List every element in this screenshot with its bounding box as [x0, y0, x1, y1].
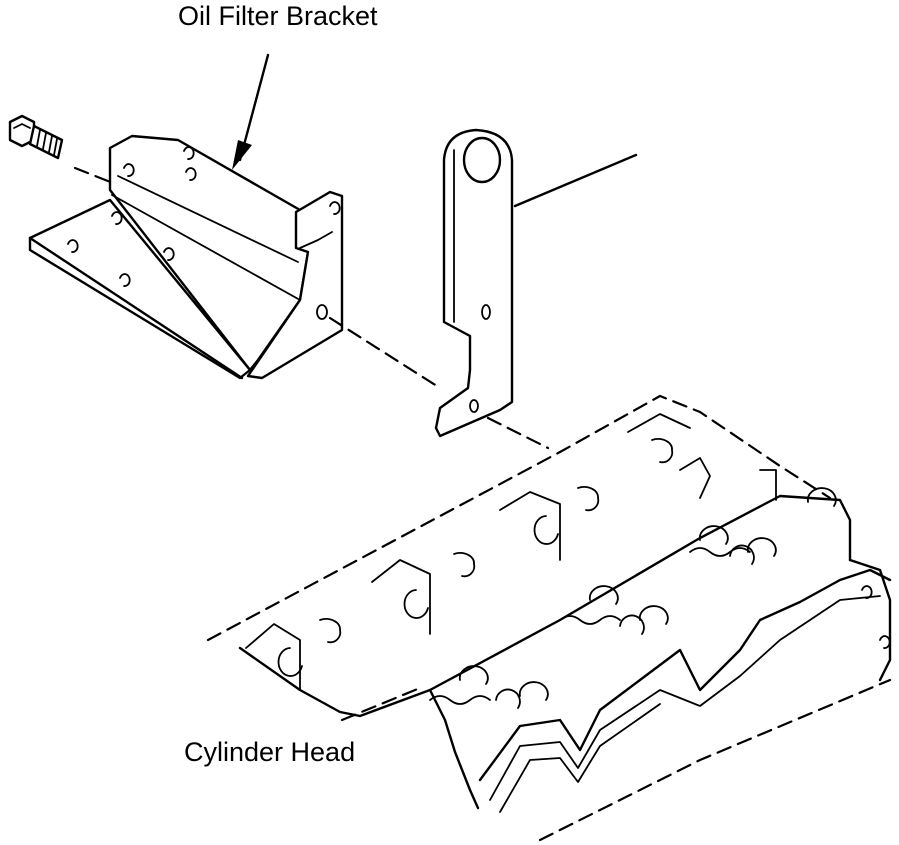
- oil-filter-bracket: [28, 134, 344, 380]
- cylinder-head: [206, 394, 892, 842]
- bracket-leader-arrow: [232, 53, 270, 170]
- lifting-plate: [434, 128, 638, 438]
- oil-filter-bracket-label: Oil Filter Bracket: [178, 1, 378, 31]
- cylinder-head-label: Cylinder Head: [184, 737, 356, 767]
- bolt: [8, 114, 120, 187]
